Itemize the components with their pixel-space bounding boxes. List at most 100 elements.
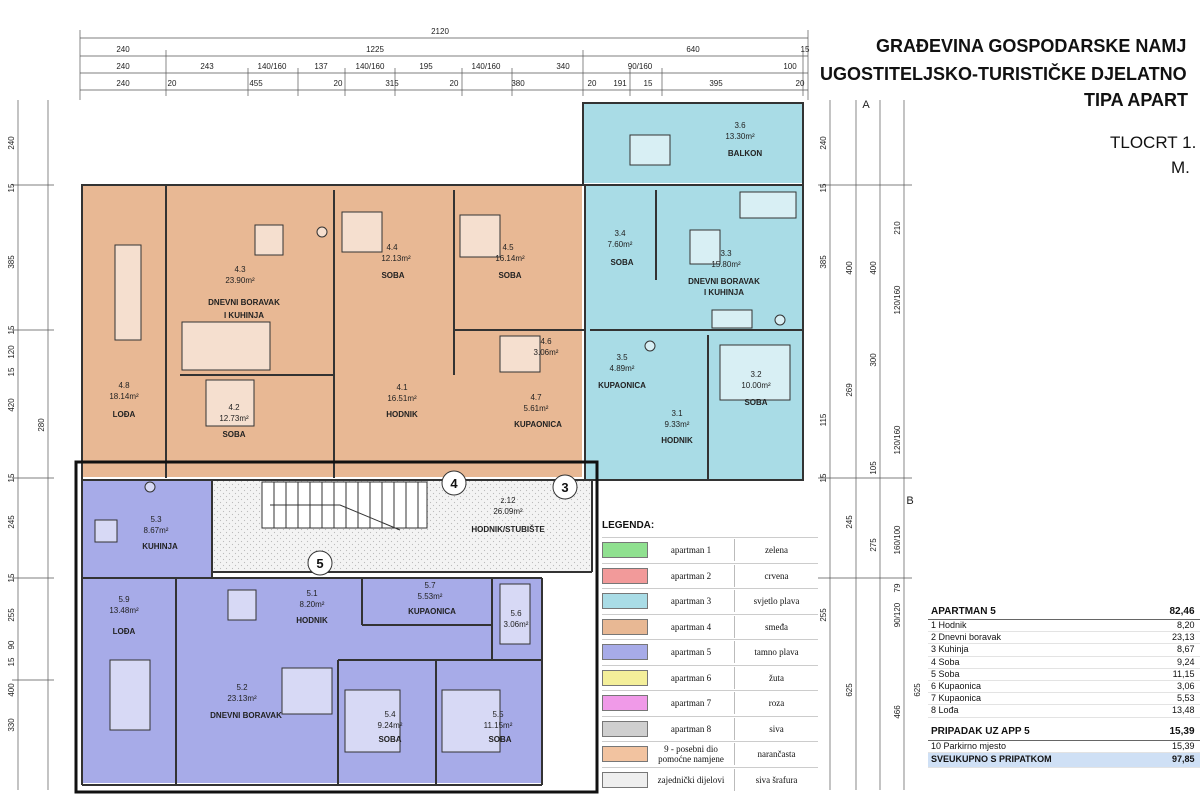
bed [341,211,383,253]
fixture [644,340,656,352]
dim-right: 275 [869,538,878,552]
dim-right-misc: 105 [869,461,878,475]
dim-right: 15 [819,473,828,482]
legend-label: apartman 7 [670,698,712,709]
dim-right: 400 [869,261,878,275]
title-line-3: TIPA APART [1084,90,1188,110]
legend-title: LEGENDA: [602,520,655,531]
right-dimensions [818,100,912,790]
room-area: 7.60m² [608,240,633,249]
legend-color-name: zelena [734,539,818,562]
legend-color-name: žuta [734,666,818,689]
extra-total: 15,39 [1144,723,1198,741]
dim-left: 15 [7,473,16,482]
sofa [181,321,271,371]
room-number: 3.3 [720,249,732,258]
room-area: 9.24m² [378,721,403,730]
legend-label: apartman 3 [670,596,712,607]
dim-left: 400 [7,683,16,697]
dim-r2: 140/160 [356,62,385,71]
room-area-cell: 11,15 [1144,668,1198,681]
room-area: 4.89m² [610,364,635,373]
room-area: 10.00m² [741,381,771,390]
room-name: SOBA [610,258,633,267]
room-area: 5.61m² [524,404,549,413]
dim-r2: 195 [419,62,433,71]
dim-r3: 395 [709,79,723,88]
dim-left: 90 [7,640,16,649]
shower [499,335,541,373]
staircase [261,481,428,531]
room-name-cell: 5 Soba [928,668,1145,681]
room-number: 3.2 [750,370,762,379]
dim-right: 385 [819,255,828,269]
dim-r3: 191 [613,79,627,88]
room-name: KUPAONICA [514,420,562,429]
legend-swatch [602,567,648,584]
grid-letter: B [906,495,913,507]
dim-r3: 380 [511,79,525,88]
kitchen-counter [711,309,753,329]
room-number: 4.8 [118,381,130,390]
coef-cell: 0,2 [1197,740,1200,753]
room-area-cell: 9,24 [1144,656,1198,669]
room-number: 4.4 [386,243,398,252]
room-3-6-fill [583,103,803,183]
legend-label: apartman 5 [670,647,712,658]
dim-r3: 15 [644,79,653,88]
dim-left: 255 [7,608,16,622]
room-area: 3.06m² [534,348,559,357]
stove [94,519,118,543]
room-name: DNEVNI BORAVAK [210,711,282,720]
room-number: z.12 [500,496,516,505]
dim-left: 420 [7,398,16,412]
bed [441,689,501,753]
room-area-cell: 3,06 [1144,680,1198,694]
dim-r2: 240 [116,62,130,71]
legend-swatch [602,720,648,737]
legend-color-name: narančasta [734,743,818,766]
legend-swatch [602,644,648,661]
table [629,134,671,166]
scale-label: M. [1171,158,1190,177]
dim-right: 245 [845,515,854,529]
legend-label: apartman 6 [670,672,712,683]
legend-swatch [602,695,648,712]
right-dimension-labels: 240 15 385 400 400 300 269 115 15 245 27… [819,99,922,719]
dim-r3: 20 [168,79,177,88]
dim-right-misc: 90/120 [893,602,902,627]
legend-swatch [602,746,648,763]
fixture [144,481,156,493]
dim-right: 240 [819,136,828,150]
left-dimension-labels: 240 15 385 15 120 15 420 15 280 245 15 2… [7,136,46,732]
legend-swatch [602,771,648,788]
dim-r3: 20 [796,79,805,88]
room-name: KUPAONICA [598,381,646,390]
room-name-cell: 1 Hodnik [928,619,1145,633]
shower [499,583,531,645]
dim-r2: 90/160 [628,62,653,71]
room-labels: 3.6 13.30m² BALKON 3.4 7.60m² SOBA 3.3 1… [109,121,771,744]
room-number: 3.6 [734,121,746,130]
legend-color-name: siva šrafura [734,768,818,791]
dim-r1: 15 [801,45,810,54]
room-name-cell: 2 Dnevni boravak [928,631,1145,645]
coef-cell: 1 [1197,643,1200,657]
room-name-line2: I KUHINJA [224,311,264,320]
room-name-cell: 7 Kupaonica [928,692,1145,706]
bed [205,379,255,427]
dim-r1: 1225 [366,45,384,54]
room-area: 16.14m² [495,254,525,263]
